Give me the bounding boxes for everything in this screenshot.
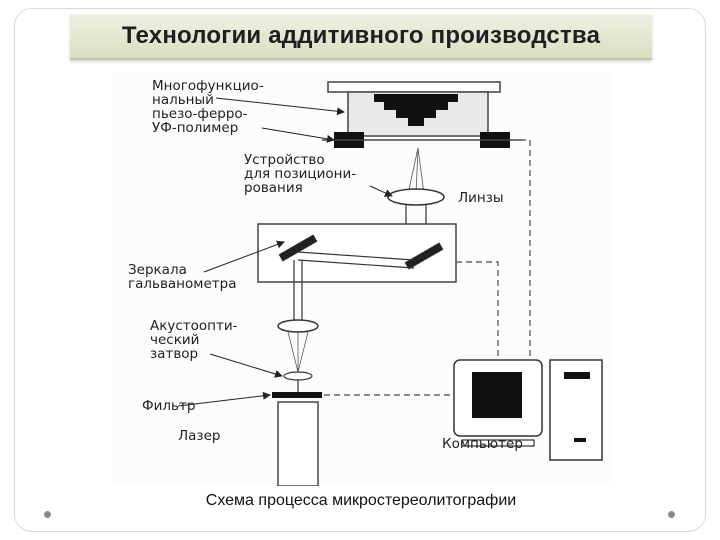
decor-dot-left xyxy=(44,511,51,518)
galvo-mirror-left xyxy=(278,234,318,262)
svg-text:ческий: ческий xyxy=(150,332,199,348)
svg-text:УФ-полимер: УФ-полимер xyxy=(152,120,238,136)
label-positioning: Устройство для позициони- рования xyxy=(244,152,356,196)
label-computer: Компьютер xyxy=(442,436,523,452)
decor-dot-right xyxy=(668,511,675,518)
label-laser: Лазер xyxy=(178,428,220,444)
diagram-svg: Многофункцио- нальный пьезо-ферро- УФ-по… xyxy=(128,78,603,487)
svg-text:затвор: затвор xyxy=(150,346,198,362)
svg-text:Устройство: Устройство xyxy=(244,152,325,168)
label-polymer: Многофункцио- нальный пьезо-ферро- УФ-по… xyxy=(152,78,264,136)
filter xyxy=(272,392,322,398)
beam-lower xyxy=(287,331,309,373)
shutter-lens xyxy=(283,371,313,381)
svg-text:Многофункцио-: Многофункцио- xyxy=(152,78,264,94)
label-mirrors: Зеркала гальванометра xyxy=(128,262,236,292)
svg-text:Акустоопти-: Акустоопти- xyxy=(150,318,238,334)
svg-text:пьезо-ферро-: пьезо-ферро- xyxy=(152,106,248,122)
slide-border xyxy=(14,8,706,532)
laser-body xyxy=(277,401,319,487)
svg-text:Зеркала: Зеркала xyxy=(128,262,187,278)
svg-text:нальный: нальный xyxy=(152,92,214,108)
lower-lens xyxy=(277,319,319,333)
label-lenses: Линзы xyxy=(458,190,504,206)
label-shutter: Акустоопти- ческий затвор xyxy=(150,318,238,362)
slide-title: Технологии аддитивного производства xyxy=(121,22,601,49)
svg-text:рования: рования xyxy=(244,180,303,196)
beam-between-mirrors xyxy=(293,251,415,322)
diagram-caption: Схема процесса микростереолитографии xyxy=(205,492,517,509)
polymer-vat xyxy=(322,81,522,148)
label-arrows xyxy=(177,97,393,407)
label-filter: Фильтр xyxy=(142,398,195,414)
svg-text:гальванометра: гальванометра xyxy=(128,276,236,292)
svg-text:для позициони-: для позициони- xyxy=(244,166,356,182)
beam-upper xyxy=(407,147,425,195)
upper-lens xyxy=(387,188,445,206)
galvo-mirror-right xyxy=(404,242,444,270)
control-lines xyxy=(324,139,531,396)
title-bar: Технологии аддитивного производства xyxy=(70,14,652,60)
diagram: Многофункцио- нальный пьезо-ферро- УФ-по… xyxy=(112,72,610,487)
computer-icon xyxy=(453,359,603,461)
